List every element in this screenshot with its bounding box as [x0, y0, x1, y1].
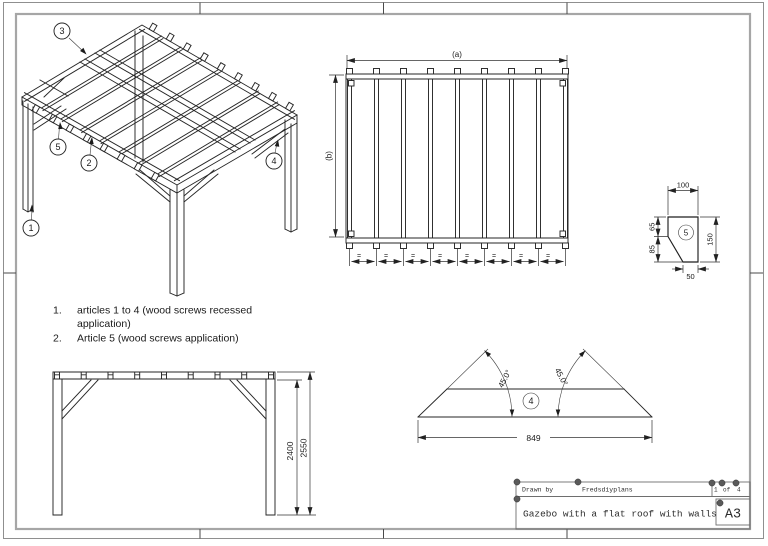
- elevation-view: 2400 2550: [52, 371, 316, 516]
- plan-outline: [345, 73, 569, 244]
- note-1-line2: application): [77, 318, 131, 330]
- angle-left-label: 45.0°: [496, 368, 513, 389]
- equal-spacing-dims: = = = = = = = =: [349, 249, 566, 266]
- rafter-tails-front: [31, 103, 160, 182]
- dim-65-85: 65 85: [648, 216, 683, 263]
- angle-right-label: 45.0°: [553, 366, 570, 387]
- dim-50-label: 50: [686, 272, 694, 281]
- equal-mark: =: [546, 253, 550, 260]
- dim-85-label: 85: [648, 245, 657, 253]
- callout-4-detail: [522, 392, 540, 410]
- callout-4-label: 4: [271, 156, 276, 166]
- isometric-view: 3 5 2 4 1: [21, 22, 298, 297]
- sheet-frame: [3, 2, 764, 539]
- equal-mark: =: [492, 253, 496, 260]
- dim-100-label: 100: [677, 181, 690, 190]
- arc-arrow: [578, 350, 586, 358]
- leader-arrow: [58, 122, 63, 130]
- callout-5-label: 5: [55, 142, 60, 152]
- elevation-braces: [61, 379, 267, 420]
- equal-mark: =: [465, 253, 469, 260]
- purlins: [79, 49, 256, 153]
- drawn-by-label: Drawn by: [522, 487, 553, 494]
- dim-a: (a): [346, 50, 568, 68]
- centering-marks: [3, 2, 763, 539]
- elevation-beam: [52, 371, 276, 380]
- callout-3-label: 3: [59, 26, 64, 36]
- plan-rafter-tabs: [346, 68, 569, 249]
- drawing-title: Gazebo with a flat roof with walls: [523, 509, 717, 520]
- callout-2-label: 2: [86, 158, 91, 168]
- callout-2: 2: [80, 137, 98, 172]
- plan-view: (a) (b) = = = = = = = =: [325, 50, 569, 266]
- equal-mark: =: [411, 253, 415, 260]
- dim-a-label: (a): [452, 50, 462, 59]
- knee-braces: [33, 77, 289, 203]
- part-4-outline: [417, 388, 653, 418]
- perimeter-beams: [21, 24, 298, 194]
- angle-extension-lines: [446, 348, 625, 390]
- dim-150: 150: [700, 216, 720, 263]
- page-number: 1: [714, 487, 718, 494]
- dim-50: 50: [672, 265, 709, 281]
- drawing-border: [14, 12, 752, 531]
- equal-mark: =: [438, 253, 442, 260]
- detail-4-label: 4: [528, 396, 533, 406]
- callout-5-detail: [678, 224, 694, 241]
- dim-65-label: 65: [648, 223, 657, 231]
- dim-2550-label: 2550: [299, 438, 309, 457]
- dim-849-label: 849: [526, 433, 540, 443]
- plan-rafters: [347, 78, 568, 239]
- leader-arrow: [274, 139, 280, 147]
- part-5-outline: [667, 216, 699, 263]
- title-block: Drawn by Fredsdiyplans 1 of 4 Gazebo wit…: [513, 478, 751, 530]
- detail-5-view: 5 100 150 65 85 50: [648, 181, 720, 281]
- leader-arrow: [80, 47, 87, 55]
- leader-arrow: [29, 204, 35, 212]
- left-post: [22, 100, 34, 213]
- dim-100: 100: [667, 181, 699, 215]
- equal-mark: =: [519, 253, 523, 260]
- dim-b-label: (b): [325, 151, 334, 161]
- paper-size-box: [715, 498, 751, 526]
- callout-3: 3: [53, 22, 87, 55]
- selection-grips[interactable]: [513, 478, 740, 507]
- front-post: [169, 189, 185, 297]
- dim-2400-label: 2400: [285, 441, 295, 460]
- note-2-index: 2.: [53, 333, 62, 345]
- leader-arrow: [89, 137, 94, 145]
- detail-5-label: 5: [684, 229, 689, 238]
- page-total: 4: [737, 487, 741, 494]
- dim-b: (b): [325, 74, 344, 238]
- note-1-index: 1.: [53, 305, 62, 317]
- dim-849: 849: [417, 420, 653, 443]
- dim-150-label: 150: [706, 233, 715, 246]
- callout-5: 5: [49, 122, 67, 156]
- arc-arrow: [555, 409, 561, 417]
- rafters: [40, 35, 280, 178]
- dim-2550: 2550: [277, 371, 315, 516]
- callout-4-iso: 4: [265, 139, 283, 170]
- paper-size-label: A3: [725, 508, 741, 523]
- elevation-posts: [52, 378, 276, 516]
- arc-arrow: [509, 409, 515, 417]
- author-name: Fredsdiyplans: [582, 487, 633, 494]
- notes: 1. articles 1 to 4 (wood screws recessed…: [53, 305, 252, 345]
- note-2-text: Article 5 (wood screws application): [77, 333, 239, 345]
- equal-mark: =: [384, 253, 388, 260]
- right-post: [284, 117, 298, 233]
- paper-edge: [3, 2, 764, 539]
- note-1-line1: articles 1 to 4 (wood screws recessed: [77, 305, 252, 317]
- arc-arrow: [484, 350, 492, 358]
- equal-mark: =: [357, 253, 361, 260]
- elevation-rafter-ends: [54, 371, 274, 380]
- rafter-tails-top: [148, 22, 295, 112]
- detail-4-view: 45.0° 45.0° 4 849: [417, 348, 653, 443]
- page-of-label: of: [723, 487, 731, 494]
- callout-1: 1: [22, 204, 40, 237]
- callout-1-label: 1: [28, 223, 33, 233]
